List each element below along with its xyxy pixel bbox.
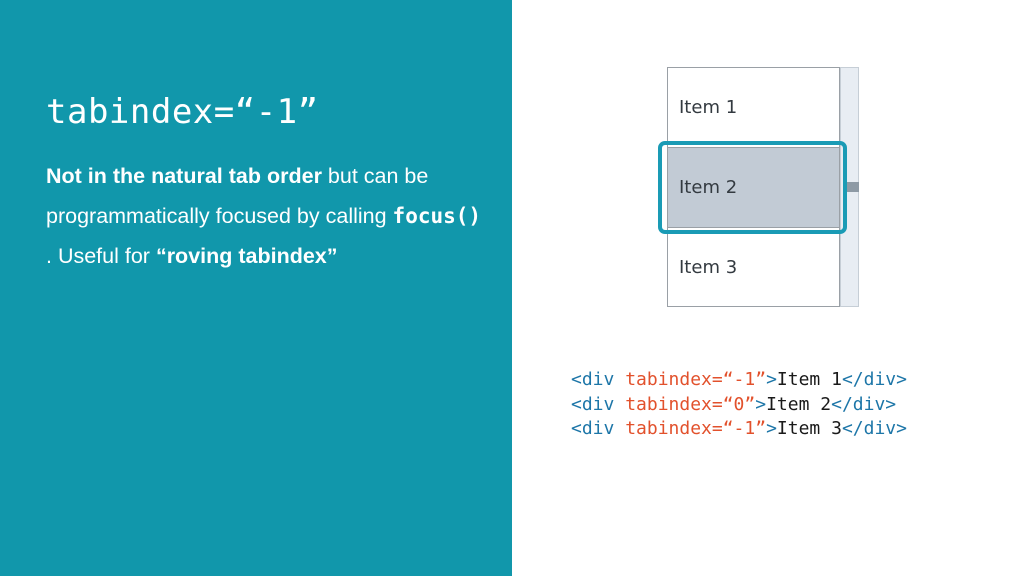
code-attr: tabindex=“-1” [625, 418, 767, 439]
code-end-tag: </div> [831, 393, 897, 415]
desc-bold-1: Not in the natural tab order [46, 164, 322, 188]
list-item-3[interactable]: Item 3 [679, 257, 738, 278]
code-line: <div tabindex=“-1”>Item 3</div> [571, 417, 907, 442]
code-close-bracket: > [766, 418, 777, 439]
code-close-bracket: > [755, 393, 767, 415]
list-item-2[interactable]: Item 2 [668, 148, 839, 228]
slide-title: tabindex=“-1” [46, 92, 319, 132]
code-content: Item 2 [766, 393, 832, 415]
desc-bold-2: “roving tabindex” [155, 244, 338, 268]
code-open-tag: <div [571, 369, 626, 390]
code-attr: tabindex=“-1” [625, 369, 767, 390]
scrollbar-thumb[interactable] [846, 182, 859, 192]
slide-description: Not in the natural tab order but can be … [46, 156, 486, 276]
code-close-bracket: > [766, 369, 777, 390]
left-panel: tabindex=“-1” Not in the natural tab ord… [0, 0, 512, 576]
list-item-1[interactable]: Item 1 [668, 68, 839, 148]
focus-ring [658, 141, 847, 234]
code-end-tag: </div> [841, 369, 907, 390]
desc-code: focus() [392, 204, 482, 228]
code-end-tag: </div> [841, 418, 907, 439]
desc-text-2: . Useful for [46, 244, 156, 268]
desc-text-1: but can be programmatically focused by c… [46, 164, 429, 228]
listbox: Item 1 Item 2 Item 3 [667, 67, 840, 307]
code-open-tag: <div [571, 393, 626, 415]
code-attr: tabindex=“0” [625, 393, 756, 415]
code-open-tag: <div [571, 418, 626, 439]
code-sample: <div tabindex=“-1”>Item 1</div><div tabi… [571, 368, 907, 442]
code-line: <div tabindex=“-1”>Item 1</div> [571, 368, 907, 393]
code-line: <div tabindex=“0”>Item 2</div> [571, 393, 907, 418]
code-content: Item 1 [776, 369, 842, 390]
code-content: Item 3 [776, 418, 842, 439]
